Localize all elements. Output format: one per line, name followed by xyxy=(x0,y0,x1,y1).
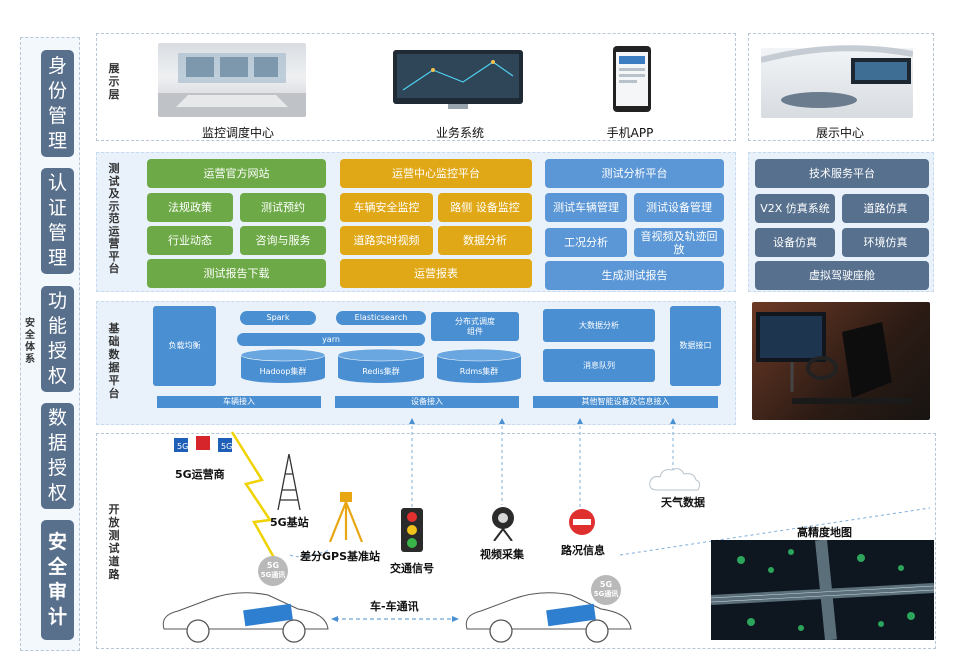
test-vehicle-left xyxy=(158,585,332,643)
5g-badge-left-title: 5G xyxy=(266,561,280,570)
device-access-strip: 设备接入 xyxy=(335,396,519,408)
display-item-app: 手机APP xyxy=(606,126,654,140)
ops-report-button[interactable]: 运营报表 xyxy=(340,259,532,288)
hadoop-cluster-label: Hadoop集群 xyxy=(259,367,307,376)
distributed-scheduler-block: 分布式调度组件 xyxy=(431,312,519,341)
road-video-button[interactable]: 道路实时视频 xyxy=(340,226,433,255)
road-info-label: 路况信息 xyxy=(561,544,605,557)
sidebar-item-audit[interactable]: 安全审计 xyxy=(41,520,74,640)
ops-platform-label: 测试及示范运营平台 xyxy=(108,162,120,275)
test-vehicle-mgmt-button[interactable]: 测试车辆管理 xyxy=(545,193,627,222)
vehicle-safety-button[interactable]: 车辆安全监控 xyxy=(340,193,433,222)
load-balancer: 负载均衡 xyxy=(153,306,216,386)
5g-badge-right: 5G 5G通讯 xyxy=(591,575,621,605)
5g-badge-left-label: 5G通讯 xyxy=(260,571,286,579)
carrier-logos-icon: 5G 5G xyxy=(172,434,236,460)
showcase-center-label: 展示中心 xyxy=(815,126,864,140)
official-site-button[interactable]: 运营官方网站 xyxy=(147,159,326,188)
device-sim-button[interactable]: 设备仿真 xyxy=(755,228,835,257)
rdms-cluster: Rdms集群 xyxy=(436,348,522,384)
spark-block: Spark xyxy=(240,311,316,325)
traffic-light-icon xyxy=(401,508,423,552)
hadoop-cluster: Hadoop集群 xyxy=(240,348,326,384)
sidebar-item-function-auth[interactable]: 功能授权 xyxy=(41,286,74,392)
monitoring-center-photo xyxy=(158,43,306,117)
hd-map-label: 高精度地图 xyxy=(797,526,852,539)
test-booking-button[interactable]: 测试预约 xyxy=(240,193,326,222)
traffic-signal-label: 交通信号 xyxy=(390,562,434,575)
weather-label: 天气数据 xyxy=(661,496,705,509)
other-access-strip: 其他智能设备及信息接入 xyxy=(533,396,718,408)
5g-badge-right-title: 5G xyxy=(599,580,613,589)
regulations-button[interactable]: 法规政策 xyxy=(147,193,233,222)
base-station-icon xyxy=(276,453,302,511)
sidebar-item-identity[interactable]: 身份管理 xyxy=(41,50,74,157)
virtual-cockpit-button[interactable]: 虚拟驾驶座舱 xyxy=(755,261,929,290)
svg-text:5G: 5G xyxy=(221,442,232,451)
showcase-panel xyxy=(748,33,934,141)
hd-map-image xyxy=(710,539,935,641)
industry-news-button[interactable]: 行业动态 xyxy=(147,226,233,255)
display-layer-label: 展示层 xyxy=(108,62,120,101)
video-camera-icon xyxy=(490,505,516,542)
svg-text:5G: 5G xyxy=(177,442,188,451)
redis-cluster-label: Redis集群 xyxy=(362,367,400,376)
road-info-icon xyxy=(568,508,596,536)
virtual-cockpit-photo xyxy=(752,302,930,420)
tech-service-platform-button[interactable]: 技术服务平台 xyxy=(755,159,929,188)
consulting-button[interactable]: 咨询与服务 xyxy=(240,226,326,255)
sidebar-item-data-auth[interactable]: 数据授权 xyxy=(41,403,74,509)
data-analysis-button[interactable]: 数据分析 xyxy=(438,226,532,255)
yarn-block: yarn xyxy=(237,333,425,346)
elasticsearch-block: Elasticsearch xyxy=(336,311,426,325)
rdms-cluster-label: Rdms集群 xyxy=(459,367,499,376)
road-sim-button[interactable]: 道路仿真 xyxy=(842,194,929,223)
v2x-sim-button[interactable]: V2X 仿真系统 xyxy=(755,194,835,223)
data-platform-label: 基础数据平台 xyxy=(108,322,120,400)
display-item-monitoring: 监控调度中心 xyxy=(201,126,274,140)
message-queue-block: 消息队列 xyxy=(543,349,655,382)
redis-cluster: Redis集群 xyxy=(337,348,425,384)
generate-report-button[interactable]: 生成测试报告 xyxy=(545,261,724,290)
security-system-title: 安全体系 xyxy=(25,318,35,365)
report-download-button[interactable]: 测试报告下载 xyxy=(147,259,326,288)
test-road-label: 开放测试道路 xyxy=(108,503,120,581)
bigdata-analysis-block: 大数据分析 xyxy=(543,309,655,342)
video-capture-label: 视频采集 xyxy=(480,548,524,561)
test-road-panel xyxy=(96,433,936,649)
display-item-business: 业务系统 xyxy=(435,126,484,140)
gps-station-label: 差分GPS基准站 xyxy=(300,550,381,563)
mobile-phone-icon xyxy=(613,46,651,112)
5g-badge-right-label: 5G通讯 xyxy=(593,590,619,598)
business-system-monitor-icon xyxy=(393,50,523,112)
test-vehicle-right xyxy=(461,585,635,643)
base-station-label: 5G基站 xyxy=(270,516,309,529)
weather-cloud-icon xyxy=(648,466,702,492)
vehicle-access-strip: 车辆接入 xyxy=(157,396,321,408)
v2v-label: 车-车通讯 xyxy=(370,600,419,613)
gps-station-icon xyxy=(326,490,366,543)
test-device-mgmt-button[interactable]: 测试设备管理 xyxy=(634,193,724,222)
roadside-device-button[interactable]: 路侧 设备监控 xyxy=(438,193,532,222)
data-api-block: 数据接口 xyxy=(670,306,721,386)
test-analysis-platform-button[interactable]: 测试分析平台 xyxy=(545,159,724,188)
5g-badge-left: 5G 5G通讯 xyxy=(258,556,288,586)
condition-analysis-button[interactable]: 工况分析 xyxy=(545,228,627,257)
env-sim-button[interactable]: 环境仿真 xyxy=(842,228,929,257)
sidebar-item-authentication[interactable]: 认证管理 xyxy=(41,168,74,274)
carrier-label: 5G运营商 xyxy=(175,468,225,481)
showcase-center-photo xyxy=(761,40,913,118)
ops-monitor-platform-button[interactable]: 运营中心监控平台 xyxy=(340,159,532,188)
av-playback-button[interactable]: 音视频及轨迹回放 xyxy=(634,228,724,257)
